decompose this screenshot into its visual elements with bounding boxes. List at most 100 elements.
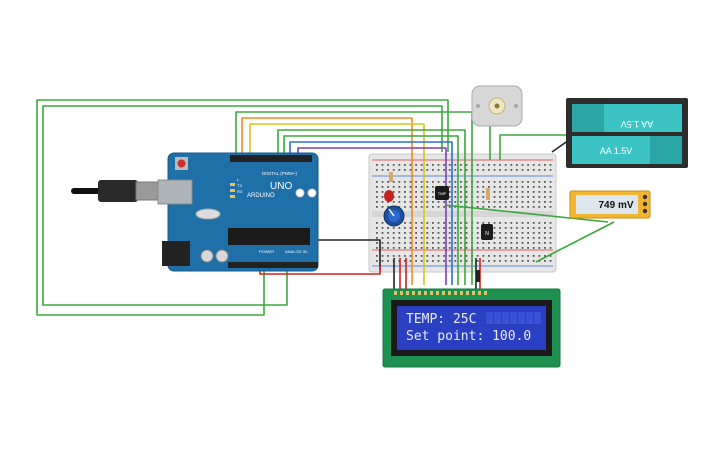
breadboard-hole: [404, 196, 406, 198]
breadboard-hole: [432, 227, 434, 229]
breadboard-hole: [510, 181, 513, 183]
breadboard-hole: [448, 201, 451, 203]
resistor-2[interactable]: [486, 188, 490, 200]
breadboard-hole: [460, 232, 462, 234]
breadboard-hole: [538, 232, 541, 234]
breadboard-hole: [376, 260, 378, 262]
breadboard-hole: [432, 206, 434, 208]
temperature-sensor[interactable]: TMP: [435, 186, 449, 200]
breadboard-hole: [443, 227, 445, 229]
breadboard-hole: [426, 191, 429, 193]
breadboard-hole: [538, 237, 541, 239]
breadboard-hole: [532, 164, 535, 166]
breadboard-hole: [432, 191, 434, 193]
wire-orange[interactable]: [241, 117, 413, 285]
breadboard[interactable]: [368, 153, 557, 273]
battery-pack[interactable]: AA 1.5V AA 1.5V: [566, 98, 688, 168]
resistor-1[interactable]: [389, 172, 393, 182]
wire-green-meter-1[interactable]: [444, 204, 609, 223]
arduino-model-label: UNO: [270, 181, 292, 192]
breadboard-hole: [437, 181, 440, 183]
breadboard-hole: [544, 169, 546, 171]
lcd-module[interactable]: TEMP: 25C Set point: 100.0: [382, 288, 561, 368]
breadboard-hole: [521, 242, 524, 244]
transistor[interactable]: N: [481, 224, 493, 240]
diode[interactable]: [476, 270, 480, 282]
breadboard-hole: [409, 169, 412, 171]
breadboard-hole: [532, 237, 535, 239]
breadboard-hole: [420, 169, 423, 171]
breadboard-hole: [387, 237, 389, 239]
breadboard-hole: [516, 247, 518, 249]
led-red[interactable]: [384, 190, 394, 202]
breadboard-hole: [409, 186, 412, 188]
breadboard-hole: [499, 222, 501, 224]
breadboard-hole: [448, 186, 451, 188]
lcd-pin: [424, 291, 427, 295]
wire-green-loop-outer[interactable]: [36, 99, 449, 316]
breadboard-hole: [482, 186, 485, 188]
breadboard-hole: [376, 206, 378, 208]
breadboard-hole: [482, 196, 485, 198]
breadboard-hole: [381, 181, 384, 183]
breadboard-hole: [516, 164, 518, 166]
breadboard-hole: [426, 232, 429, 234]
breadboard-hole: [454, 237, 457, 239]
breadboard-hole: [448, 181, 451, 183]
breadboard-hole: [482, 169, 485, 171]
breadboard-hole: [392, 186, 395, 188]
wire-green-battery[interactable]: [499, 134, 570, 160]
breadboard-hole: [426, 196, 429, 198]
breadboard-hole: [454, 196, 457, 198]
breadboard-hole: [409, 237, 412, 239]
breadboard-hole: [476, 186, 479, 188]
breadboard-hole: [437, 242, 440, 244]
wire-black-gnd[interactable]: [312, 239, 381, 270]
breadboard-hole: [460, 227, 462, 229]
breadboard-hole: [538, 191, 541, 193]
potentiometer[interactable]: [383, 205, 405, 227]
breadboard-hole: [482, 260, 485, 262]
breadboard-hole: [488, 206, 490, 208]
breadboard-hole: [460, 196, 462, 198]
breadboard-hole: [398, 201, 401, 203]
breadboard-hole: [415, 232, 417, 234]
breadboard-hole: [465, 232, 468, 234]
breadboard-hole: [493, 169, 496, 171]
breadboard-hole: [381, 206, 384, 208]
breadboard-hole: [381, 169, 384, 171]
wire-green-loop-inner[interactable]: [42, 105, 443, 306]
usb-cable[interactable]: [71, 180, 167, 202]
breadboard-hole: [499, 232, 501, 234]
breadboard-hole: [437, 227, 440, 229]
breadboard-hole: [544, 196, 546, 198]
reset-button[interactable]: [177, 159, 186, 168]
wire-green-1[interactable]: [235, 111, 473, 285]
breadboard-hole: [482, 181, 485, 183]
breadboard-hole: [432, 196, 434, 198]
breadboard-hole: [499, 164, 501, 166]
wire-yellow[interactable]: [249, 123, 425, 285]
breadboard-hole: [387, 242, 389, 244]
wire-green-3[interactable]: [283, 135, 459, 285]
breadboard-hole: [504, 227, 507, 229]
dc-motor[interactable]: [471, 85, 523, 127]
breadboard-hole: [532, 247, 535, 249]
breadboard-hole: [409, 222, 412, 224]
breadboard-hole: [398, 206, 401, 208]
breadboard-hole: [376, 196, 378, 198]
breadboard-hole: [426, 260, 429, 262]
breadboard-hole: [376, 181, 378, 183]
wire-blue[interactable]: [289, 141, 453, 285]
breadboard-hole: [460, 260, 462, 262]
wire-green-meter-2[interactable]: [535, 221, 615, 263]
breadboard-hole: [398, 196, 401, 198]
breadboard-hole: [488, 255, 490, 257]
multimeter[interactable]: 749 mV: [569, 190, 651, 219]
arduino-uno-board[interactable]: ARDUINO UNO DIGITAL (PWM~) POWER ANALOG …: [157, 152, 319, 272]
breadboard-hole: [504, 242, 507, 244]
breadboard-hole: [409, 206, 412, 208]
lcd-empty-cell: [534, 312, 541, 324]
breadboard-hole: [415, 201, 417, 203]
breadboard-hole: [460, 164, 462, 166]
